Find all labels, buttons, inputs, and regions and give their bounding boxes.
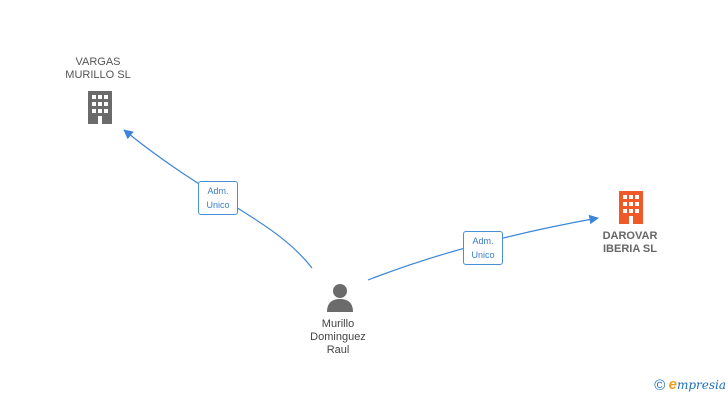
edge-label-line2: Unico <box>206 200 230 210</box>
edge-label-line1: Adm. <box>472 236 494 246</box>
edge-label-line2: Unico <box>471 250 495 260</box>
person-name-line3: Raul <box>326 344 350 356</box>
company-name-line2: IBERIA SL <box>603 243 657 255</box>
edge-label-role[interactable]: Adm. Unico <box>198 181 238 215</box>
person-name-line2: Dominguez <box>310 331 366 343</box>
brand-initial: e <box>668 376 677 393</box>
company-node-vargas-label[interactable]: VARGAS MURILLO SL <box>58 56 138 82</box>
company-name-line1: VARGAS <box>75 56 121 68</box>
building-icon[interactable] <box>85 90 115 124</box>
empresia-logo: © empresia <box>654 376 726 396</box>
brand-name: mpresia <box>676 378 726 392</box>
company-node-darovar-label[interactable]: DAROVAR IBERIA SL <box>589 230 671 256</box>
company-name-line1: DAROVAR <box>602 230 658 242</box>
person-node-label[interactable]: Murillo Dominguez Raul <box>298 318 378 357</box>
edge-label-line1: Adm. <box>207 186 229 196</box>
person-icon[interactable] <box>325 282 355 312</box>
person-name-line1: Murillo <box>321 318 355 330</box>
edge-label-role[interactable]: Adm. Unico <box>463 231 503 265</box>
copyright-symbol: © <box>654 377 666 394</box>
company-name-line2: MURILLO SL <box>65 69 131 81</box>
building-icon[interactable] <box>616 190 646 224</box>
